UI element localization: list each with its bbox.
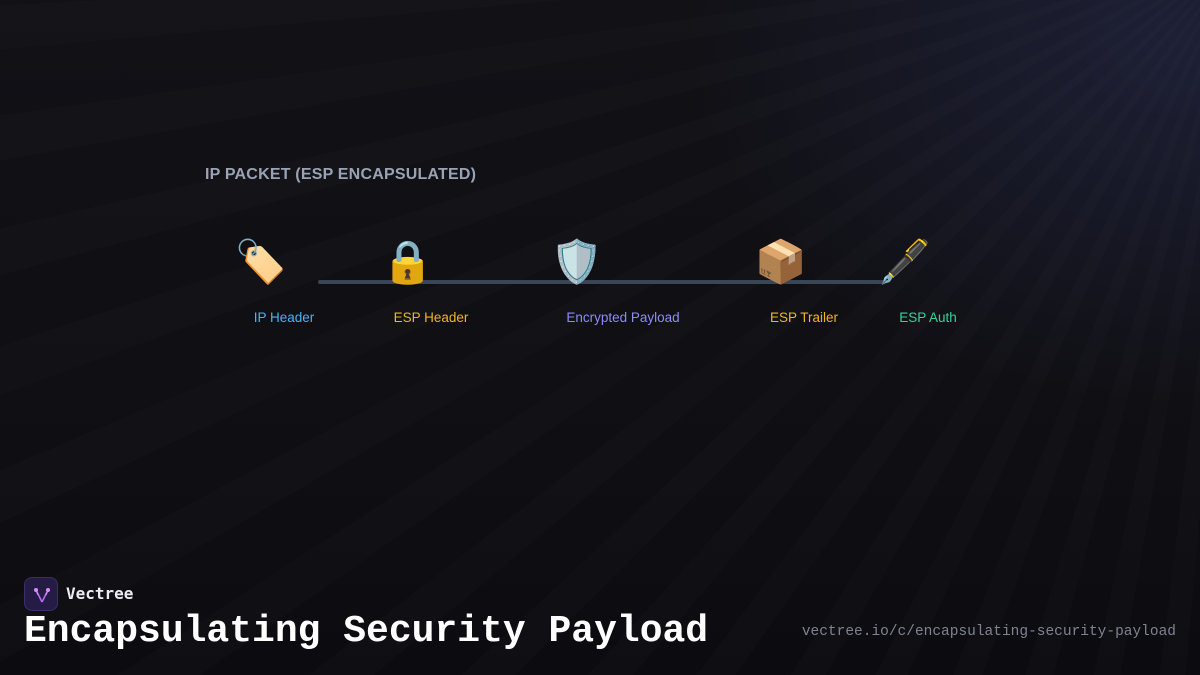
segment-label-esp-header: ESP Header	[393, 310, 469, 325]
fountain-pen-icon: 🖋️	[878, 237, 932, 286]
label-tag-icon: 🏷️	[234, 237, 288, 286]
segment-label-encrypted-payload: Encrypted Payload	[566, 310, 680, 325]
packet-rail	[318, 280, 884, 284]
lock-icon: 🔒	[381, 237, 435, 286]
segment-label-ip-header: IP Header	[253, 310, 315, 325]
page-url[interactable]: vectree.io/c/encapsulating-security-payl…	[801, 624, 1176, 640]
brand-name: Vectree	[66, 584, 134, 603]
segment-label-esp-trailer: ESP Trailer	[769, 310, 839, 325]
vectree-logo-icon[interactable]	[24, 577, 58, 611]
page-title: Encapsulating Security Payload	[24, 610, 709, 653]
segment-label-esp-auth: ESP Auth	[899, 310, 957, 325]
shield-icon: 🛡️	[550, 237, 604, 286]
diagram-title: IP PACKET (ESP ENCAPSULATED)	[205, 166, 477, 183]
package-icon: 📦	[754, 237, 808, 286]
